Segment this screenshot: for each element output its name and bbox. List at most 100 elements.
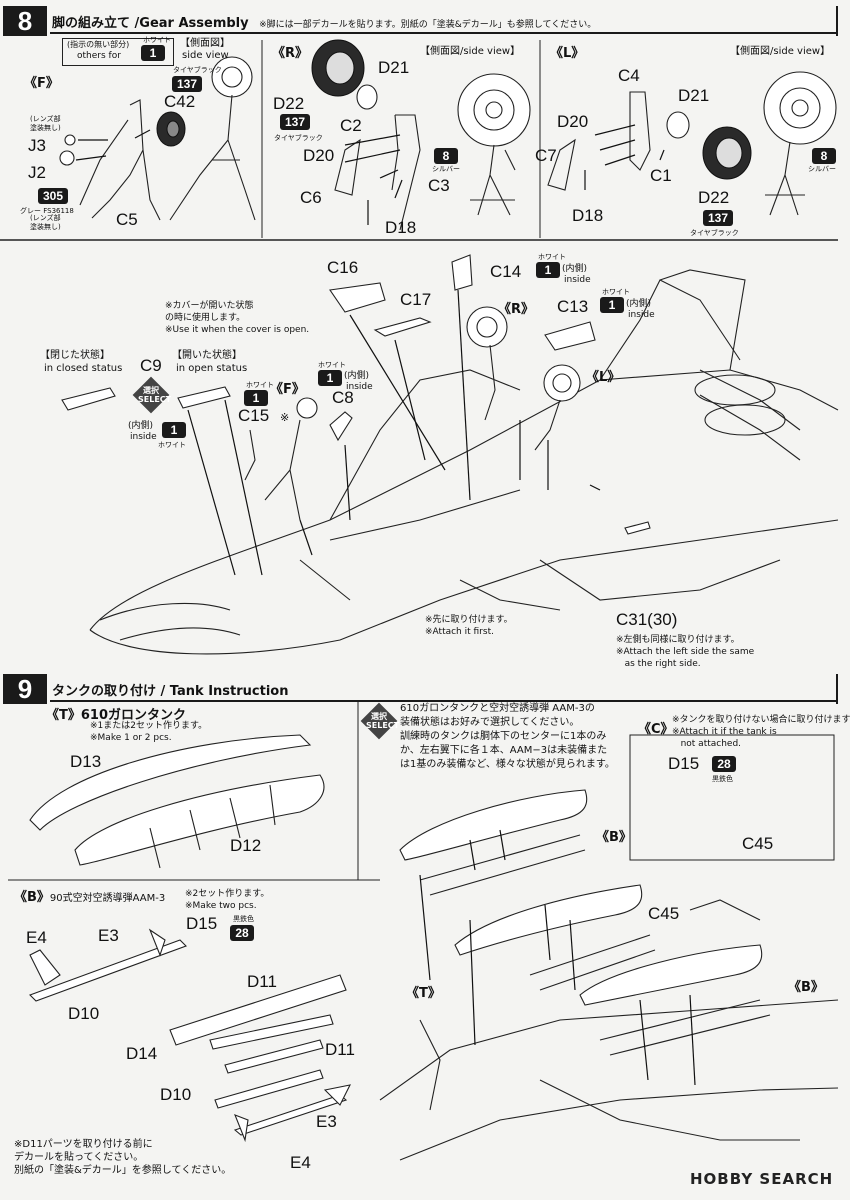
closed-status-jp: 【閉じた状態】 (40, 350, 110, 361)
inside-jp: (内側) (562, 264, 588, 274)
part-label: C42 (164, 92, 196, 111)
attach-left-note: ※左側も同様に取り付けます。 ※Attach the left side the… (616, 635, 755, 669)
make-note: ※2セット作ります。 ※Make two pcs. (185, 889, 270, 911)
part-label: D14 (126, 1044, 158, 1063)
side-view-en: side view (182, 50, 229, 61)
inside-en: inside (130, 432, 157, 442)
part-label: C9 (140, 356, 162, 375)
select-diamond: 選択 SELECT (360, 702, 400, 740)
others-for-box: (指示の無い部分) others for ホワイト 1 (62, 36, 174, 66)
paint-badge: 1 (600, 297, 624, 313)
part-label: C31(30) (616, 610, 678, 629)
right-gear-illustration (311, 39, 531, 231)
badge-caption: ホワイト (158, 441, 186, 449)
select-label: 選択 SELECT (138, 386, 172, 404)
group-tag-text: 《B》 (14, 890, 50, 905)
group-tag-L: 《L》 (586, 370, 621, 385)
select-diamond: 選択 SELECT (132, 376, 172, 414)
missile-illustration (29, 928, 351, 1143)
inside-jp: (内側) (344, 371, 370, 381)
paint-badge: 1 (162, 422, 186, 438)
side-view-jp: 【側面図】 (180, 38, 230, 49)
group-tag-B: 《B》 (596, 830, 632, 845)
paint-badge: 137 (172, 76, 203, 92)
paint-badge: 137 (280, 114, 311, 130)
part-label: E4 (26, 928, 47, 947)
attach-first-note: ※先に取り付けます。 ※Attach it first. (425, 615, 513, 637)
inside-en: inside (628, 310, 655, 320)
part-label: C8 (332, 388, 354, 407)
part-label: C45 (742, 834, 774, 853)
frame-C (629, 734, 835, 861)
watermark-logo: HOBBY SEARCH (690, 1170, 834, 1188)
part-label: C3 (428, 176, 450, 195)
closed-status-en: in closed status (44, 363, 123, 374)
part-label: D13 (70, 752, 102, 771)
group-title: 610ガロンタンク (80, 708, 187, 723)
part-label: D18 (572, 206, 604, 225)
lens-note: (レンズ部 塗装無し) (30, 115, 61, 132)
badge-caption: シルバー (432, 165, 460, 173)
group-tag-T: 《T》610ガロンタンク (46, 704, 186, 723)
part-label: D21 (678, 86, 710, 105)
badge-caption: グレー FS36118 (20, 207, 74, 215)
step-title-text: 脚の組み立て /Gear Assembly (52, 16, 249, 31)
part-label: D10 (160, 1085, 192, 1104)
select-label: 選択 SELECT (366, 712, 400, 730)
lens-note: (レンズ部 塗装無し) (30, 214, 61, 231)
step-8-header: 8 脚の組み立て /Gear Assembly ※脚には一部デカールを貼ります。… (0, 6, 850, 36)
left-gear-illustration (547, 71, 837, 216)
part-label: C15 (238, 406, 270, 425)
part-label: C2 (340, 116, 362, 135)
part-label: D18 (385, 218, 417, 237)
group-tag-F: 《F》 (24, 76, 59, 91)
part-label: C13 (557, 297, 589, 316)
group-tag-text: 《T》 (46, 708, 81, 723)
badge-caption: タイヤブラック (690, 229, 739, 237)
badge-caption: ホワイト (538, 253, 566, 261)
part-label: D10 (68, 1004, 100, 1023)
paint-badge: 137 (703, 210, 734, 226)
group-tag-F: 《F》 (270, 382, 305, 397)
step-title: タンクの取り付け / Tank Instruction (52, 684, 289, 699)
part-label: E3 (316, 1112, 337, 1131)
part-label: C1 (650, 166, 672, 185)
part-label: D22 (698, 188, 730, 207)
open-status-en: in open status (176, 363, 248, 374)
step-9-header: 9 タンクの取り付け / Tank Instruction (0, 674, 850, 704)
group-title: 90式空対空誘導弾AAM-3 (49, 893, 166, 904)
part-label: E4 (290, 1153, 311, 1172)
part-label: C17 (400, 290, 432, 309)
side-view-label: 【側面図/side view】 (730, 46, 831, 57)
part-label: E3 (98, 926, 119, 945)
paint-badge: 1 (536, 262, 560, 278)
part-label: C45 (648, 904, 680, 923)
badge-caption: タイヤブラック (274, 134, 323, 142)
paint-badge: 28 (712, 756, 736, 772)
group-tag-B: 《B》90式空対空誘導弾AAM-3 (14, 886, 165, 905)
divider (50, 32, 838, 34)
front-gear-illustration (59, 56, 256, 221)
part-label: D15 (668, 754, 700, 773)
inside-en: inside (346, 382, 373, 392)
others-for-jp: (指示の無い部分) (67, 40, 130, 49)
part-label: D20 (557, 112, 589, 131)
group-tag-R: 《R》 (498, 302, 535, 317)
step-note: ※脚には一部デカールを貼ります。別紙の「塗装&デカール」も参照してください。 (259, 20, 597, 30)
wing-assembly-illustration (379, 789, 839, 1161)
group-tag-B: 《B》 (788, 980, 824, 995)
group-tag-R: 《R》 (272, 46, 309, 61)
note-mark: ※ (280, 411, 290, 424)
paint-badge: 8 (434, 148, 458, 164)
group-tag-L: 《L》 (550, 46, 585, 61)
badge-caption: ホワイト (602, 288, 630, 296)
part-label: D20 (303, 146, 335, 165)
part-label: D12 (230, 836, 262, 855)
part-label: D11 (247, 972, 277, 991)
step-title: 脚の組み立て /Gear Assembly ※脚には一部デカールを貼ります。別紙… (52, 12, 596, 31)
part-label: C5 (116, 210, 138, 229)
part-label: C16 (327, 258, 359, 277)
tank-not-attached-note: ※タンクを取り付けない場合に取り付けます。 ※Attach it if the … (672, 715, 850, 749)
paint-badge: 1 (244, 390, 268, 406)
